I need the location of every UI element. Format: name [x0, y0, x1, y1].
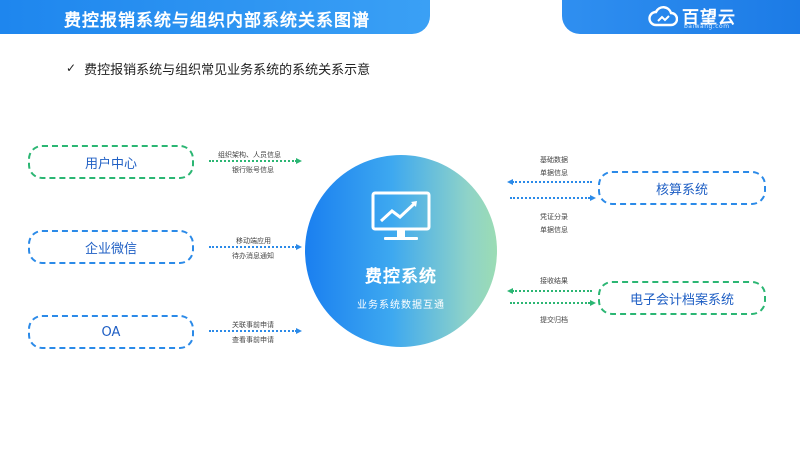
- arrow-left-icon: [507, 288, 513, 294]
- brand-name: 百望云: [682, 8, 736, 28]
- arrow-right-icon: [296, 244, 302, 250]
- connector-line: [510, 302, 590, 304]
- system-box-wecom: 企业微信: [28, 230, 194, 264]
- arrow-left-icon: [507, 179, 513, 185]
- system-box-accounting: 核算系统: [598, 171, 766, 205]
- connector-label: 待办消息通知: [232, 252, 274, 260]
- system-box-oa: OA: [28, 315, 194, 349]
- page-title: 费控报销系统与组织内部系统关系图谱: [64, 11, 370, 31]
- connector-line: [209, 330, 297, 332]
- system-name: 核算系统: [655, 182, 708, 198]
- brand-logo: 百望云 baiwang.com: [648, 3, 768, 31]
- connector-label: 移动端应用: [236, 237, 271, 245]
- system-box-user-center: 用户中心: [28, 145, 194, 179]
- brand-domain: baiwang.com: [684, 23, 730, 30]
- cloud-icon: [648, 6, 678, 27]
- connector-label: 接收结果: [540, 277, 568, 285]
- title-bar: 费控报销系统与组织内部系统关系图谱: [0, 0, 430, 34]
- checkmark-icon: ✓: [66, 61, 77, 75]
- system-name: 电子会计档案系统: [629, 292, 734, 308]
- logo-bar: 百望云 baiwang.com: [562, 0, 800, 34]
- arrow-right-icon: [296, 158, 302, 164]
- connector-line: [209, 246, 297, 248]
- arrow-right-icon: [590, 195, 596, 201]
- system-name: OA: [101, 324, 121, 340]
- connector-label: 关联事前申请: [232, 321, 274, 329]
- system-name: 企业微信: [84, 241, 137, 257]
- connector-label: 单据信息: [540, 226, 568, 234]
- connector-label: 凭证分录: [540, 213, 568, 221]
- system-name: 用户中心: [84, 156, 137, 172]
- connector-label: 查看事前申请: [232, 336, 274, 344]
- connector-line: [209, 160, 297, 162]
- connector-label: 单据信息: [540, 169, 568, 177]
- connector-line: [512, 290, 592, 292]
- monitor-chart-icon: [371, 191, 431, 240]
- center-title: 费控系统: [365, 267, 437, 287]
- center-subtitle: 业务系统数据互通: [357, 300, 445, 311]
- subtitle-row: ✓ 费控报销系统与组织常见业务系统的系统关系示意: [66, 58, 370, 78]
- connector-label: 组织架构、人员信息: [218, 151, 281, 159]
- connector-label: 基础数据: [540, 156, 568, 164]
- subtitle: 费控报销系统与组织常见业务系统的系统关系示意: [84, 62, 371, 78]
- center-circle: [305, 155, 497, 347]
- connector-label: 提交归档: [540, 316, 568, 324]
- connector-line: [510, 197, 590, 199]
- connector-line: [512, 181, 592, 183]
- arrow-right-icon: [296, 328, 302, 334]
- system-box-archive: 电子会计档案系统: [598, 281, 766, 315]
- connector-label: 银行账号信息: [232, 166, 274, 174]
- arrow-right-icon: [590, 300, 596, 306]
